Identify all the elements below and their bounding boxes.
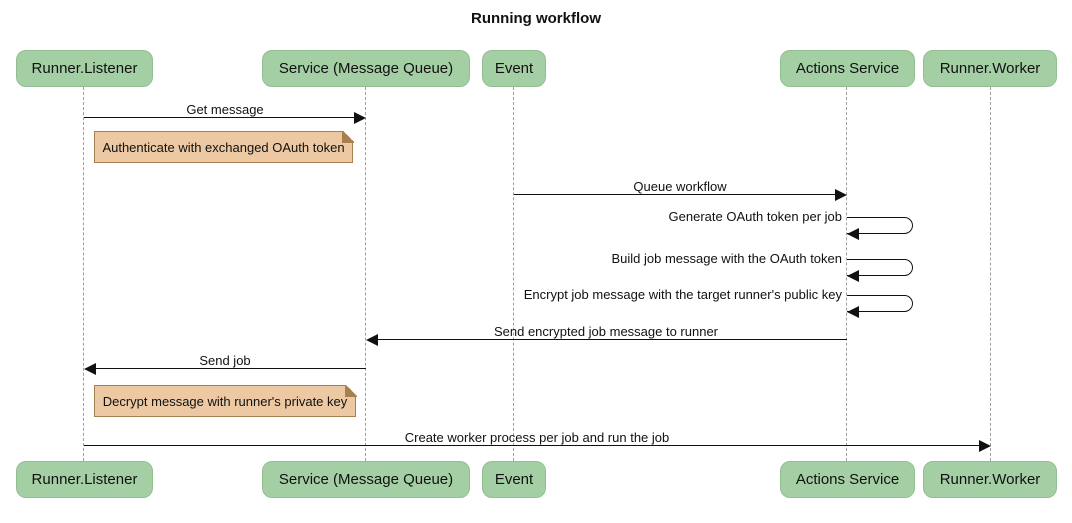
lifeline-actions-service [846,87,847,461]
participant-box-runner-listener-top: Runner.Listener [16,50,153,87]
message-line [514,194,836,195]
lifeline-event [513,87,514,461]
participant-label: Runner.Worker [939,471,1041,488]
arrowhead-left-icon [84,363,96,375]
self-loop-line [847,259,913,276]
lifeline-runner-worker [990,87,991,461]
participant-box-event-bottom: Event [482,461,546,498]
participant-box-service-message-queue-top: Service (Message Queue) [262,50,470,87]
note-text: Decrypt message with runner's private ke… [102,393,348,409]
participant-box-service-message-queue-bottom: Service (Message Queue) [262,461,470,498]
lifeline-runner-listener [83,87,84,461]
message-label: Send job [199,353,251,368]
message-line [96,368,366,369]
message-label: Send encrypted job message to runner [493,324,719,339]
message-line [84,117,356,118]
participant-box-runner-worker-top: Runner.Worker [923,50,1057,87]
arrowhead-right-icon [354,112,366,124]
participant-box-actions-service-bottom: Actions Service [780,461,915,498]
message-line [378,339,847,340]
arrowhead-left-icon [366,334,378,346]
participant-label: Actions Service [795,471,900,488]
arrowhead-right-icon [979,440,991,452]
note-decrypt: Decrypt message with runner's private ke… [94,384,357,417]
participant-box-actions-service-top: Actions Service [780,50,915,87]
arrowhead-right-icon [835,189,847,201]
participant-box-runner-worker-bottom: Runner.Worker [923,461,1057,498]
participant-label: Runner.Worker [939,60,1041,77]
arrowhead-left-icon [847,228,859,240]
message-label: Get message [186,102,264,117]
note-authenticate: Authenticate with exchanged OAuth token [94,130,354,163]
participant-label: Service (Message Queue) [278,471,454,488]
participant-label: Runner.Listener [31,471,138,488]
self-loop-line [847,295,913,312]
self-loop-line [847,217,913,234]
participant-label: Runner.Listener [31,60,138,77]
arrowhead-left-icon [847,306,859,318]
participant-label: Service (Message Queue) [278,60,454,77]
participant-box-event-top: Event [482,50,546,87]
message-label: Create worker process per job and run th… [404,430,670,445]
note-fold-icon [341,130,354,143]
participant-label: Event [494,471,534,488]
note-fold-icon [344,384,357,397]
message-label: Generate OAuth token per job [668,209,842,224]
message-label: Build job message with the OAuth token [611,251,842,266]
lifeline-service-message-queue [365,87,366,461]
note-text: Authenticate with exchanged OAuth token [102,139,345,155]
message-line [84,445,980,446]
message-label: Queue workflow [633,179,727,194]
participant-box-runner-listener-bottom: Runner.Listener [16,461,153,498]
participant-label: Event [494,60,534,77]
message-label: Encrypt job message with the target runn… [523,287,842,302]
arrowhead-left-icon [847,270,859,282]
diagram-title: Running workflow [471,10,601,27]
participant-label: Actions Service [795,60,900,77]
